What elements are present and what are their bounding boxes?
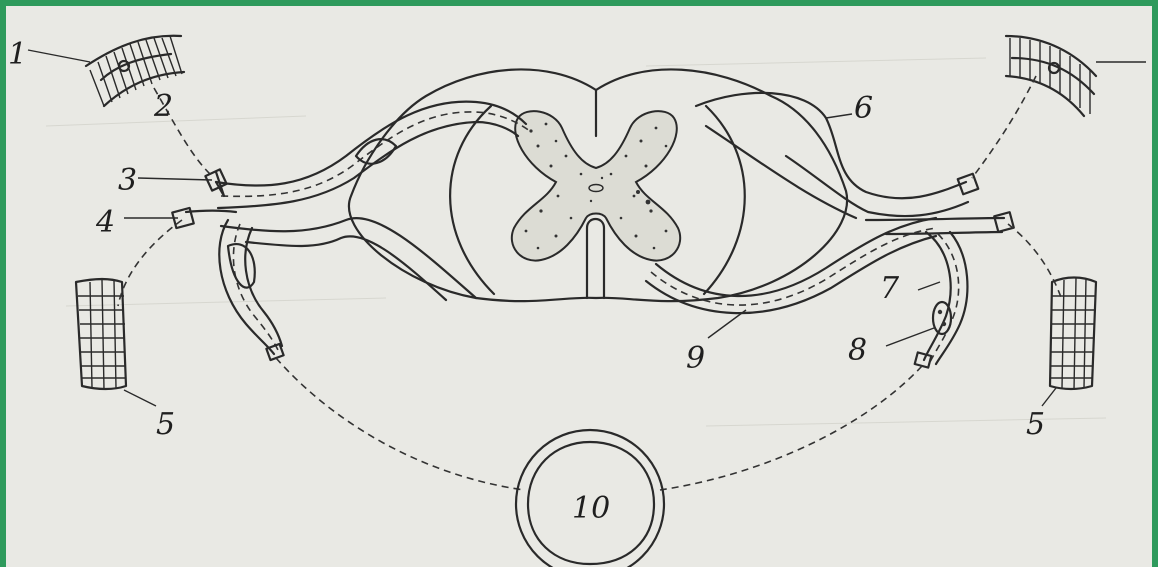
left-visceral-efferent: [276, 358, 524, 490]
right-sensory-afferent: [972, 76, 1036, 178]
right-visceral-efferent: [660, 366, 922, 490]
label-8: 8: [848, 333, 867, 368]
right-dorsal-root-inner: [786, 156, 968, 216]
label-9: 9: [686, 341, 705, 376]
right-white-matter-boundary: [704, 106, 745, 294]
label-6: 6: [854, 91, 873, 126]
right-motor-efferent: [1008, 224, 1062, 300]
label-2: 2: [153, 89, 173, 124]
label-10: 10: [572, 491, 610, 526]
anterior-median-fissure: [587, 219, 604, 298]
diagram-frame: 1 2 3 4 5 5 6 7 8 9 10: [6, 6, 1152, 567]
right-autonomic-ganglion: [933, 302, 951, 334]
spinal-reflex-arc-diagram: 1 2 3 4 5 5 6 7 8 9 10: [6, 6, 1152, 567]
left-autonomic-cut: [266, 344, 283, 360]
left-muscle: [76, 279, 126, 390]
right-muscle: [1050, 278, 1096, 391]
right-nerve-cut-lower: [994, 212, 1014, 232]
label-5-left: 5: [156, 407, 175, 442]
left-ventral-root-inner: [246, 236, 446, 300]
left-ganglion-loop: [228, 244, 255, 288]
left-motor-efferent: [118, 220, 182, 306]
right-skin-receptor: [1006, 36, 1096, 116]
label-4: 4: [95, 205, 115, 240]
left-white-matter-boundary: [450, 106, 494, 294]
label-5-right: 5: [1026, 407, 1045, 442]
left-sensory-fiber: [221, 112, 531, 196]
left-dorsal-root: [216, 102, 526, 186]
left-ventral-root: [221, 218, 476, 298]
label-1: 1: [8, 37, 27, 72]
right-nerve-trunk-lower-inner: [886, 232, 1002, 234]
left-nerve-trunk-lower: [186, 211, 236, 213]
label-7: 7: [880, 271, 900, 306]
label-3: 3: [118, 163, 137, 198]
right-autonomic-branch: [924, 232, 951, 360]
right-autonomic-branch-inner: [936, 232, 967, 364]
paper-texture: [46, 58, 1106, 426]
